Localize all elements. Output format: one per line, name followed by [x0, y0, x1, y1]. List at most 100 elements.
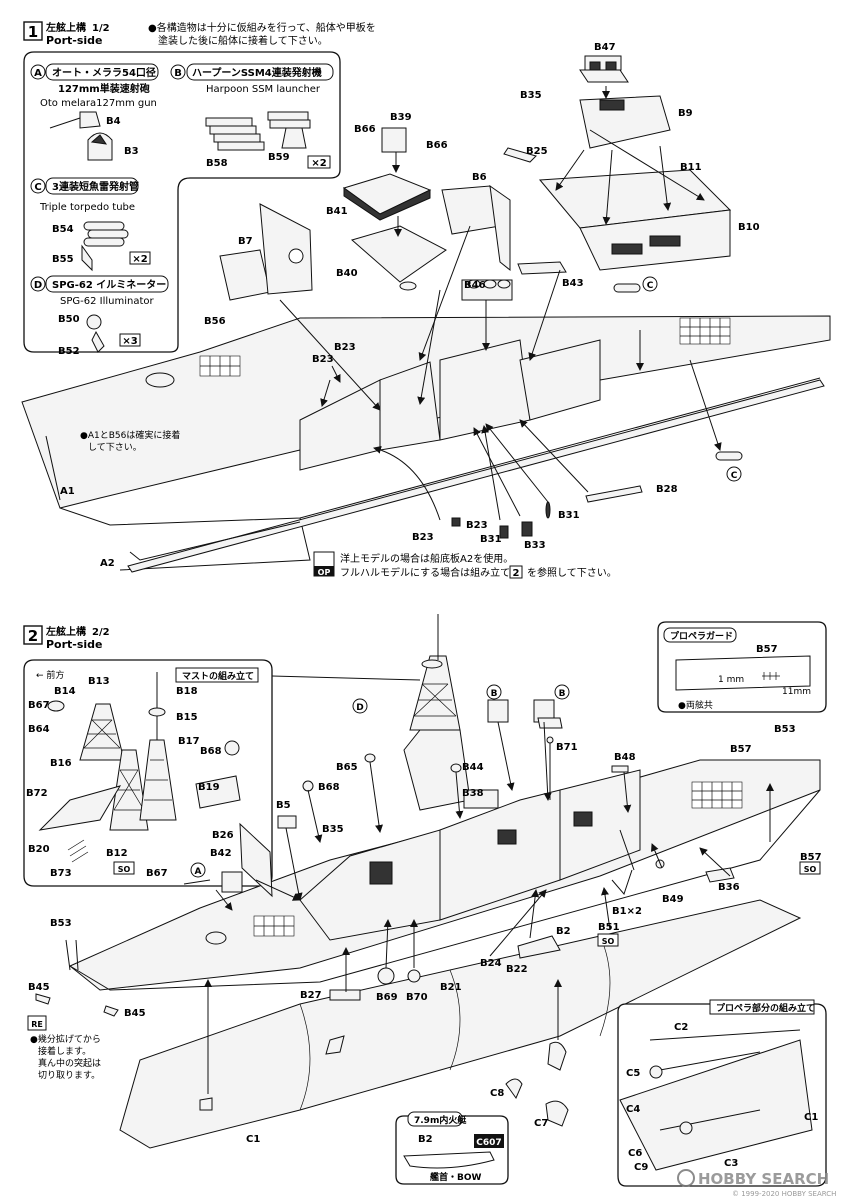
re-note-1: ●幾分拡げてから [30, 1033, 101, 1045]
mast-label-b18: B18 [176, 686, 198, 697]
label-b41: B41 [326, 206, 348, 217]
sub-a-circle [30, 64, 46, 80]
label-b53-a: B53 [774, 724, 796, 735]
mast-label-b20: B20 [28, 844, 50, 855]
op-ref: 2 [513, 568, 520, 579]
svg-text:B: B [491, 689, 498, 699]
label-b24: B24 [480, 958, 502, 969]
label-b23-b: B23 [334, 342, 356, 353]
sub-b-title-en: Harpoon SSM launcher [206, 84, 321, 95]
svg-text:C: C [647, 281, 654, 291]
sub-b-qty: ×2 [311, 158, 326, 169]
mast-label-b13: B13 [88, 676, 110, 687]
label-b70: B70 [406, 992, 428, 1003]
label-b23-c: B23 [412, 532, 434, 543]
label-b6: B6 [472, 172, 487, 183]
label-b46: B46 [464, 280, 486, 291]
prop-label-c6: C6 [628, 1148, 642, 1159]
label-b49: B49 [662, 894, 684, 905]
prop-label-c2: C2 [674, 1022, 688, 1033]
sub-c-title-en: Triple torpedo tube [39, 202, 135, 213]
op-note-3: を参照して下さい。 [527, 566, 617, 579]
step1-note-1: ●各構造物は十分に仮組みを行って、船体や甲板を [148, 21, 376, 34]
mast-label-b16: B16 [50, 758, 72, 769]
step2-parts [35, 699, 735, 1127]
watermark: HOBBY SEARCH © 1999-2020 HOBBY SEARCH [677, 1169, 836, 1198]
label-c8: C8 [490, 1088, 504, 1099]
step2-arrows [204, 721, 774, 1094]
label-b28: B28 [656, 484, 678, 495]
prop-label-c4: C4 [626, 1104, 640, 1115]
label-b4: B4 [106, 116, 121, 127]
label-b23-a: B23 [312, 354, 334, 365]
label-b35: B35 [520, 90, 542, 101]
sub-a-title-jp: オート・メララ54口径 [52, 66, 156, 79]
sub-a-title-en: Oto melara127mm gun [40, 98, 157, 109]
copyright-text: © 1999-2020 HOBBY SEARCH [732, 1190, 836, 1198]
b57-so: SO [804, 865, 817, 874]
label-b48: B48 [614, 752, 636, 763]
label-b65: B65 [336, 762, 358, 773]
bond-note-1: ●A1とB56は確実に接着 [80, 429, 180, 441]
label-b68: B68 [318, 782, 340, 793]
sub-d-title-en: SPG-62 Illuminator [60, 296, 155, 307]
step1-title-en: Port-side [46, 34, 103, 47]
label-b9: B9 [678, 108, 693, 119]
label-b7: B7 [238, 236, 253, 247]
label-b3: B3 [124, 146, 139, 157]
label-a1: A1 [60, 486, 75, 497]
sub-d-qty: ×3 [122, 336, 137, 347]
label-b56: B56 [204, 316, 226, 327]
label-b43: B43 [562, 278, 584, 289]
re-tag: RE [31, 1020, 43, 1029]
label-b50: B50 [58, 314, 80, 325]
step1-parts [219, 55, 743, 539]
mast-label-b17: B17 [178, 736, 200, 747]
label-b59: B59 [268, 152, 290, 163]
label-b69: B69 [376, 992, 398, 1003]
mast-label-b14: B14 [54, 686, 76, 697]
step1-note-2: 塗装した後に船体に接着して下さい。 [158, 34, 328, 47]
watermark-text: HOBBY SEARCH [698, 1170, 829, 1188]
prop-label-c3: C3 [724, 1158, 738, 1169]
label-b53-b: B53 [50, 918, 72, 929]
label-b66-a: B66 [354, 124, 376, 135]
label-b35-2: B35 [322, 824, 344, 835]
step1-hull [21, 315, 831, 573]
op-tag: OP [318, 568, 331, 577]
step1-number: 1 [28, 23, 38, 41]
prop-label-c1: C1 [804, 1112, 818, 1123]
prop-guard-part: B57 [756, 644, 778, 655]
svg-text:B57: B57 [800, 852, 822, 863]
label-b55: B55 [52, 254, 74, 265]
step2-number: 2 [28, 627, 38, 645]
sub-c-qty: ×2 [132, 254, 147, 265]
mast-label-b68: B68 [200, 746, 222, 757]
step2-labels: B71 B44 B65 B68 B5 B38 B48 B53 B57 B35 B… [28, 684, 822, 1145]
part-a2 [127, 379, 825, 573]
step2-header: 2 左舷上構 2/2 Port-side [23, 625, 110, 651]
boat-box: 7.9m内火艇 B2 C607 艦首・BOW [395, 1111, 509, 1185]
b51-so: SO [602, 937, 615, 946]
step1-labels: B47 B35 B9 B39 B66 B66 B25 B6 B11 B41 B7… [60, 42, 760, 569]
svg-text:B: B [559, 689, 566, 699]
boat-box-title: 7.9m内火艇 [414, 1114, 467, 1126]
prop-box-title: プロペラ部分の組み立て [716, 1002, 815, 1014]
part-b2 [517, 935, 561, 959]
svg-text:C: C [731, 471, 738, 481]
sub-d-title-jp: SPG-62 イルミネーター [52, 279, 166, 291]
svg-text:D: D [356, 703, 363, 713]
boat-box-code: C607 [476, 1138, 501, 1148]
subassembly-a: A オート・メララ54口径 127mm単装速射砲 Oto melara127mm… [30, 63, 159, 161]
sub-d-letter: D [34, 280, 42, 291]
subassembly-c: C 3連装短魚雷発射管 Triple torpedo tube B54 B55 … [30, 177, 151, 272]
prop-guard-box: プロペラガード B57 1 mm 11mm ●両舷共 [657, 621, 827, 713]
op-note-1: 洋上モデルの場合は船底板A2を使用。 [340, 552, 513, 565]
step1-page: 1/2 [92, 23, 110, 34]
subassembly-b: B ハープーンSSM4連装発射機 Harpoon SSM launcher B5… [170, 63, 334, 169]
label-c1: C1 [246, 1134, 260, 1145]
prop-guard-title: プロペラガード [670, 630, 733, 642]
label-b38: B38 [462, 788, 484, 799]
sub-b-letter: B [174, 68, 182, 79]
